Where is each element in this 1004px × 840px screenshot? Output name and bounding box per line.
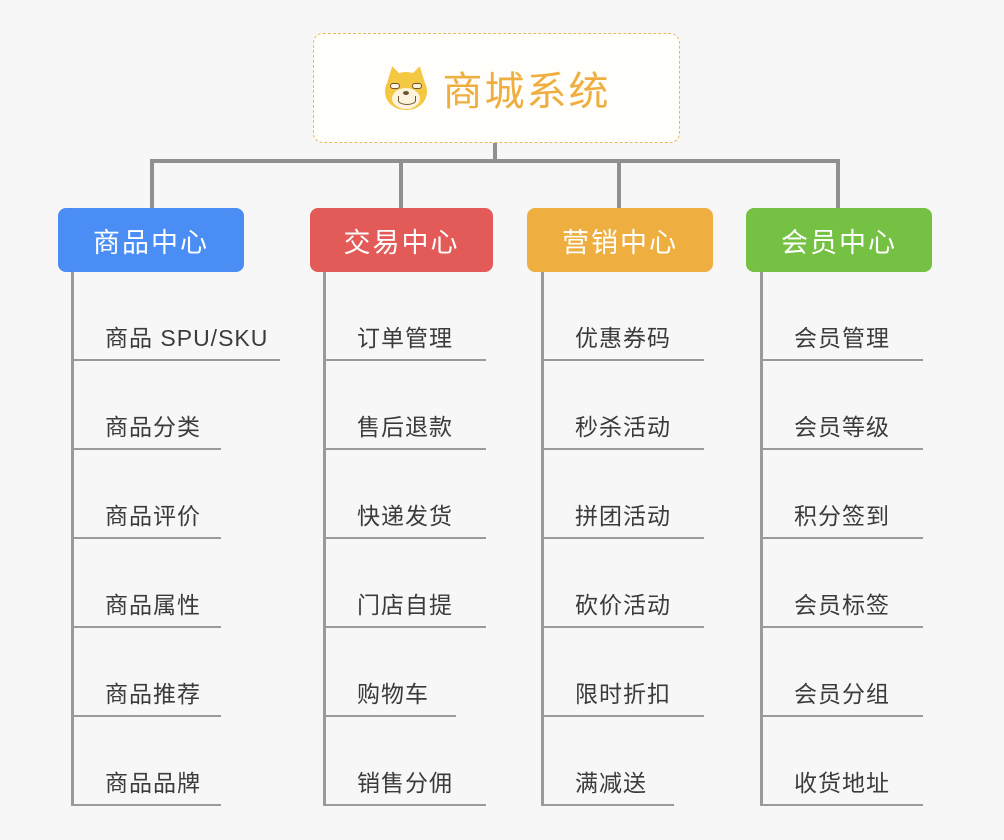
branch-item[interactable]: 限时折扣 xyxy=(541,628,704,717)
branch-item-label: 商品推荐 xyxy=(105,681,201,707)
branch-item-label: 收货地址 xyxy=(794,770,890,796)
branch-item-label: 会员管理 xyxy=(794,325,890,351)
branch-item-label: 售后退款 xyxy=(357,414,453,440)
branch-item-label: 快递发货 xyxy=(357,503,453,529)
branch-item[interactable]: 商品属性 xyxy=(71,539,221,628)
branch-item-label: 限时折扣 xyxy=(575,681,671,707)
branch-item-label: 门店自提 xyxy=(357,592,453,618)
branch-item[interactable]: 销售分佣 xyxy=(323,717,486,806)
branch-item-label: 商品评价 xyxy=(105,503,201,529)
branch-item[interactable]: 会员标签 xyxy=(760,539,923,628)
branch-item-label: 拼团活动 xyxy=(575,503,671,529)
branch-header-yingxiao[interactable]: 营销中心 xyxy=(527,208,713,272)
branch-item[interactable]: 订单管理 xyxy=(323,272,486,361)
branch-header-label: 商品中心 xyxy=(93,227,209,258)
connector-drop-2 xyxy=(399,159,403,209)
column-stem xyxy=(323,272,326,806)
root-title: 商城系统 xyxy=(442,70,611,114)
branch-item[interactable]: 满减送 xyxy=(541,717,674,806)
branch-item-label: 秒杀活动 xyxy=(575,414,671,440)
branch-item[interactable]: 商品评价 xyxy=(71,450,221,539)
branch-item-label: 商品品牌 xyxy=(105,770,201,796)
branch-header-label: 营销中心 xyxy=(562,227,678,258)
branch-item[interactable]: 商品品牌 xyxy=(71,717,221,806)
branch-item[interactable]: 拼团活动 xyxy=(541,450,704,539)
branch-item-label: 优惠券码 xyxy=(575,325,671,351)
branch-header-label: 交易中心 xyxy=(343,227,460,258)
shiba-dog-icon xyxy=(382,64,429,112)
branch-item[interactable]: 会员分组 xyxy=(760,628,923,717)
connector-drop-4 xyxy=(836,159,840,209)
branch-item[interactable]: 商品分类 xyxy=(71,361,221,450)
connector-drop-3 xyxy=(617,159,621,209)
branch-item[interactable]: 购物车 xyxy=(323,628,456,717)
branch-item-label: 会员分组 xyxy=(794,681,890,707)
branch-item-label: 销售分佣 xyxy=(357,770,453,796)
connector-root-stem xyxy=(493,143,497,162)
branch-header-shangpin[interactable]: 商品中心 xyxy=(58,208,244,272)
column-stem xyxy=(71,272,74,806)
branch-item[interactable]: 商品推荐 xyxy=(71,628,221,717)
connector-drop-1 xyxy=(150,159,154,209)
branch-header-huiyuan[interactable]: 会员中心 xyxy=(746,208,932,272)
connector-horizontal-bar xyxy=(150,159,840,163)
branch-header-label: 会员中心 xyxy=(781,227,897,258)
column-stem xyxy=(541,272,544,806)
branch-item-label: 积分签到 xyxy=(794,503,890,529)
branch-item[interactable]: 售后退款 xyxy=(323,361,486,450)
root-node[interactable]: 商城系统 xyxy=(313,33,680,143)
column-stem xyxy=(760,272,763,806)
branch-item-label: 会员标签 xyxy=(794,592,890,618)
branch-header-jiaoyi[interactable]: 交易中心 xyxy=(310,208,493,272)
branch-item-label: 会员等级 xyxy=(794,414,890,440)
branch-item[interactable]: 门店自提 xyxy=(323,539,486,628)
branch-item[interactable]: 会员等级 xyxy=(760,361,923,450)
branch-item-label: 商品属性 xyxy=(105,592,201,618)
branch-item[interactable]: 会员管理 xyxy=(760,272,923,361)
branch-item[interactable]: 快递发货 xyxy=(323,450,486,539)
branch-item[interactable]: 砍价活动 xyxy=(541,539,704,628)
branch-item[interactable]: 收货地址 xyxy=(760,717,923,806)
branch-item-label: 砍价活动 xyxy=(575,592,671,618)
branch-item-label: 购物车 xyxy=(357,681,429,707)
branch-item[interactable]: 积分签到 xyxy=(760,450,923,539)
branch-item-label: 订单管理 xyxy=(357,325,453,351)
branch-item[interactable]: 商品 SPU/SKU xyxy=(71,272,280,361)
branch-item[interactable]: 优惠券码 xyxy=(541,272,704,361)
branch-item[interactable]: 秒杀活动 xyxy=(541,361,704,450)
branch-item-label: 商品 SPU/SKU xyxy=(105,325,269,351)
branch-item-label: 商品分类 xyxy=(105,414,201,440)
branch-item-label: 满减送 xyxy=(575,770,647,796)
